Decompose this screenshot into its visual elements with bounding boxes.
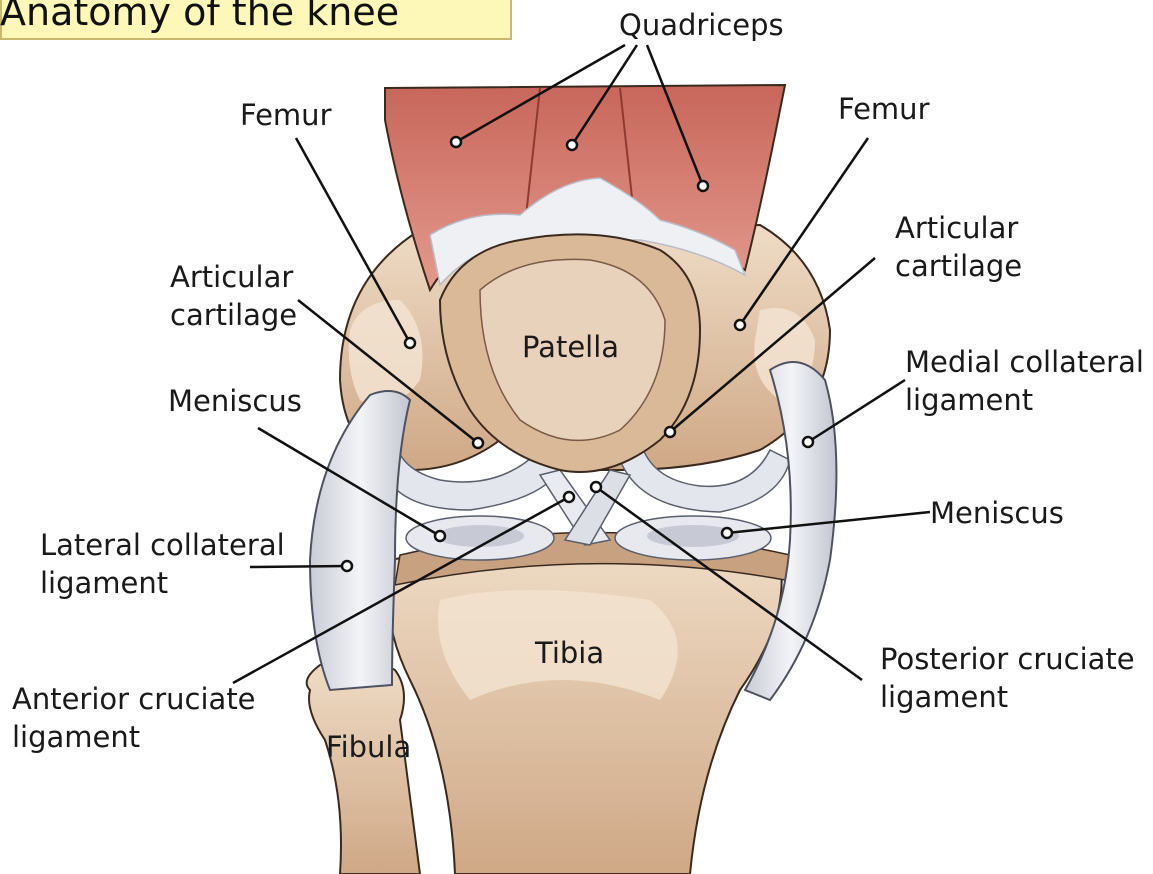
label-quadriceps: Quadriceps [619, 6, 784, 44]
label-posterior-cruciate-ligament: Posterior cruciate ligament [880, 640, 1135, 716]
label-meniscus-right: Meniscus [930, 494, 1064, 532]
label-tibia: Tibia [535, 636, 604, 670]
label-femur-left: Femur [240, 96, 332, 134]
label-patella: Patella [522, 330, 619, 364]
label-femur-right: Femur [838, 90, 930, 128]
label-meniscus-left: Meniscus [168, 382, 302, 420]
label-lateral-collateral-ligament: Lateral collateral ligament [40, 526, 285, 602]
label-articular-cartilage-left: Articular cartilage [170, 258, 297, 334]
label-anterior-cruciate-ligament: Anterior cruciate ligament [12, 680, 256, 756]
fibula-bone [307, 659, 420, 874]
label-articular-cartilage-right: Articular cartilage [895, 209, 1022, 285]
label-medial-collateral-ligament: Medial collateral ligament [905, 343, 1144, 419]
label-fibula: Fibula [326, 730, 411, 764]
